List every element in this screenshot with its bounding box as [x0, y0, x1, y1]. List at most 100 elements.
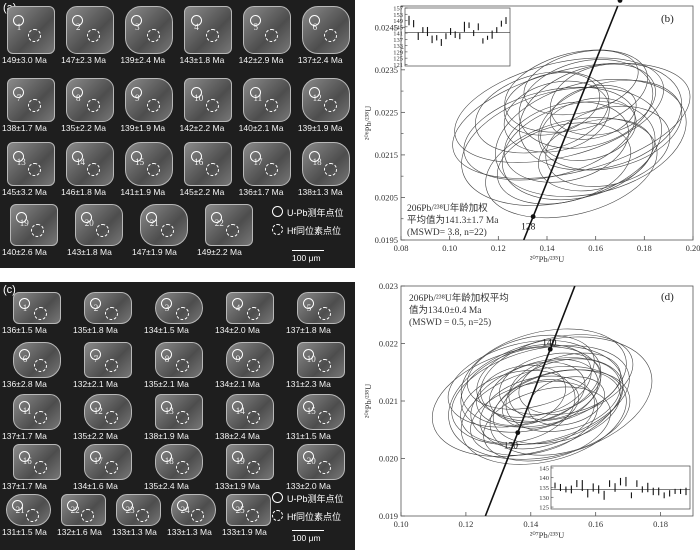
x-tick-label: 0.10	[394, 519, 409, 529]
zircon-grain: 14	[225, 394, 274, 430]
zircon-grain: 14	[65, 142, 114, 186]
zircon-grain: 17	[243, 142, 292, 186]
grain-number: 16	[194, 156, 204, 167]
zircon-grain: 22	[204, 204, 253, 246]
hf-spot	[318, 461, 332, 475]
zircon-grain: 3	[124, 6, 173, 54]
mean-age-annotation: 206Pb/²³⁸U年龄加权平均	[409, 292, 509, 304]
hf-spot	[146, 163, 160, 177]
zircon-grain: 15	[296, 394, 345, 430]
hf-spot	[264, 163, 278, 177]
data-ellipse	[479, 375, 595, 450]
inset-tick-label: 145	[539, 465, 549, 472]
data-ellipse	[550, 63, 656, 136]
grain-number: 1	[16, 22, 22, 33]
upb-spot	[303, 349, 315, 361]
zircon-grain: 18	[154, 444, 203, 480]
scale-bar-label: 100 μm	[292, 533, 321, 543]
grain-age-label: 138±1.3 Ma	[297, 187, 343, 197]
data-ellipse	[461, 87, 662, 206]
hf-spot	[105, 359, 119, 373]
zircon-grain: 1	[6, 6, 55, 54]
upb-spot	[249, 15, 261, 27]
upb-spot	[190, 150, 202, 162]
zircon-grain: 13	[6, 142, 55, 186]
grain-number: 2	[75, 22, 81, 33]
grain-number: 3	[135, 22, 140, 33]
zircon-grain: 5	[243, 6, 292, 54]
grain-number: 18	[312, 156, 322, 167]
grain-age-label: 131±1.5 Ma	[2, 527, 47, 537]
upb-spot	[72, 86, 84, 98]
y-tick-label: 0.019	[379, 511, 398, 521]
inset-tick-label: 130	[539, 495, 549, 502]
legend-hf-label: Hf同位素点位	[287, 226, 342, 236]
hf-spot	[136, 509, 150, 523]
zircon-grain: 17	[83, 444, 132, 480]
upb-spot	[90, 349, 102, 361]
upb-spot	[161, 349, 173, 361]
grain-number: 8	[75, 92, 81, 103]
concordia-age-marker	[515, 430, 521, 436]
grain-number: 12	[312, 92, 322, 103]
upb-spot	[232, 298, 244, 310]
concordia-age-marker	[547, 346, 553, 352]
grain-age-label: 138±1.7 Ma	[2, 123, 47, 133]
hf-spot	[318, 307, 332, 321]
zircon-grain: 16	[12, 444, 61, 480]
grain-number: 17	[253, 156, 263, 167]
zircon-grain: 25	[226, 494, 271, 526]
inset-tick-label: 125	[539, 505, 549, 512]
hf-spot	[105, 411, 119, 425]
data-ellipse	[447, 340, 601, 428]
hf-spot	[87, 99, 101, 113]
ellipse-group	[431, 286, 653, 516]
x-axis-label: ²⁰⁷Pb/²³⁵U	[530, 254, 564, 264]
grain-age-label: 149±3.0 Ma	[2, 55, 47, 65]
upb-spot	[308, 86, 320, 98]
upb-spot	[161, 401, 173, 413]
panel-label: (d)	[661, 291, 674, 303]
upb-spot	[131, 15, 143, 27]
data-ellipse	[538, 79, 683, 171]
upb-spot	[303, 401, 315, 413]
zircon-grain: 7	[6, 78, 55, 122]
zircon-grain: 8	[154, 342, 203, 378]
hf-spot	[34, 461, 48, 475]
grain-number: 14	[75, 156, 85, 167]
grain-age-label: 135±1.8 Ma	[73, 325, 118, 335]
y-axis-label: ²⁰⁶Pb/²³⁸U	[363, 384, 373, 418]
upb-spot	[16, 212, 28, 224]
upb-spot	[232, 401, 244, 413]
grain-age-label: 140±2.6 Ma	[2, 247, 47, 257]
data-ellipse	[501, 101, 656, 201]
inset-tick-label: 145	[393, 24, 403, 31]
upb-spot	[19, 298, 31, 310]
x-tick-label: 0.12	[458, 519, 473, 529]
upb-spot	[232, 349, 244, 361]
data-ellipse	[545, 105, 671, 187]
hf-spot	[105, 461, 119, 475]
zircon-grain: 2	[65, 6, 114, 54]
upb-spot	[90, 401, 102, 413]
hf-spot	[26, 509, 40, 523]
x-tick-label: 0.16	[588, 519, 603, 529]
y-tick-label: 0.0245	[375, 22, 398, 32]
upb-spot	[308, 150, 320, 162]
data-ellipse	[480, 334, 634, 422]
x-tick-label: 0.10	[442, 243, 457, 253]
upb-spot	[190, 15, 202, 27]
grain-age-label: 139±1.9 Ma	[297, 123, 343, 133]
grain-age-label: 134±2.1 Ma	[215, 379, 260, 389]
zircon-grain: 19	[9, 204, 58, 246]
x-tick-label: 0.14	[523, 519, 539, 529]
data-ellipse	[460, 365, 627, 465]
grain-age-label: 136±1.5 Ma	[2, 325, 47, 335]
hf-spot	[324, 163, 338, 177]
grain-age-label: 143±1.8 Ma	[67, 247, 112, 257]
inset-tick-label: 135	[539, 485, 549, 492]
grain-number: 6	[312, 22, 318, 33]
upb-spot	[190, 86, 202, 98]
